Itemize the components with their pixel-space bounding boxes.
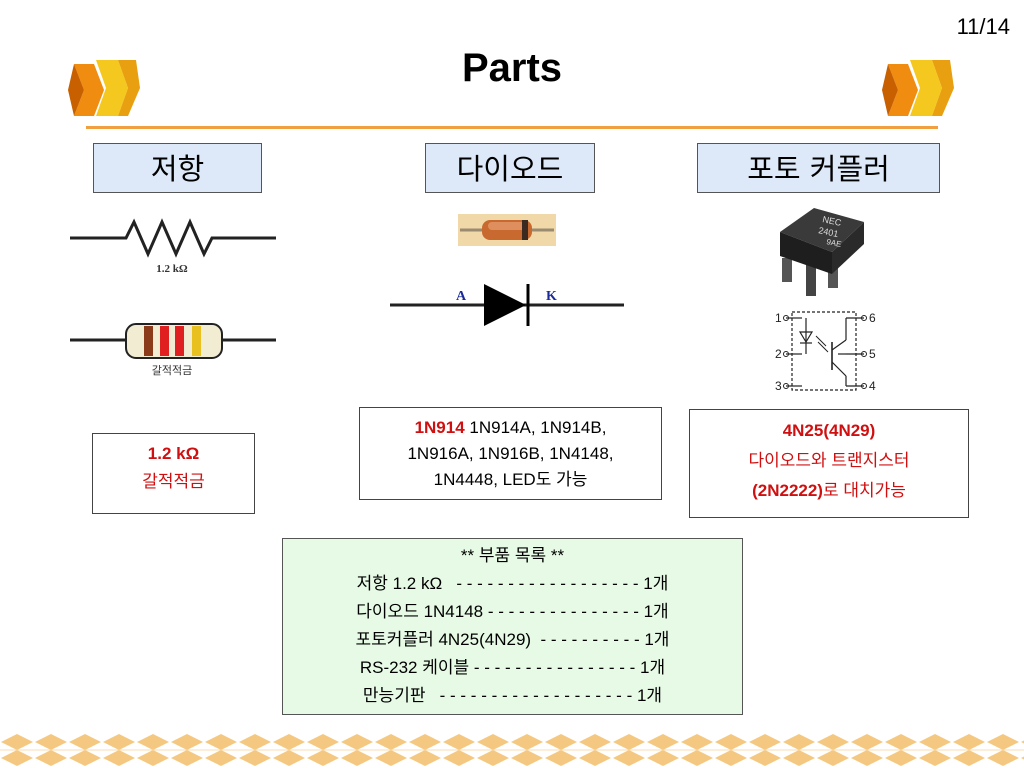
pin-1-label: 1 [775, 311, 782, 325]
pin-5-label: 5 [869, 347, 876, 361]
page-number: 11/14 [956, 14, 1010, 39]
resistor-colors: 갈적적금 [142, 472, 205, 491]
anode-label: A [456, 289, 467, 304]
photocoupler-chip-photo: NEC 2401 9AE [766, 202, 870, 302]
chip-marking-1: NEC [822, 214, 843, 228]
resistor-info-box: 1.2 kΩ 갈적적금 [92, 433, 255, 514]
parts-list-item: 저항 1.2 kΩ - - - - - - - - - - - - - - - … [356, 574, 669, 593]
resistor-physical-image: 갈적적금 [70, 323, 276, 377]
parts-list-item: RS-232 케이블 - - - - - - - - - - - - - - -… [359, 658, 666, 677]
photocoupler-desc-1: 다이오드와 트랜지스터 [748, 451, 910, 470]
diode-label: 다이오드 [425, 143, 595, 193]
footer-diamond-pattern [0, 732, 1024, 768]
parts-list-item: 만능기판 - - - - - - - - - - - - - - - - - -… [362, 686, 663, 705]
photocoupler-desc-2: 로 대치가능 [822, 481, 906, 500]
slide-title: Parts [461, 46, 563, 90]
diode-alt-models-1: 1N914A, 1N914B, [464, 418, 607, 437]
pin-6-label: 6 [869, 311, 876, 325]
resistor-symbol: 1.2 kΩ [70, 218, 276, 275]
pin-3-label: 3 [775, 379, 782, 393]
parts-list-box: ** 부품 목록 ** 저항 1.2 kΩ - - - - - - - - - … [282, 538, 743, 715]
resistor-symbol-label: 1.2 kΩ [156, 263, 188, 275]
photocoupler-label: 포토 커플러 [697, 143, 940, 193]
diode-symbol: A K [390, 284, 624, 326]
photocoupler-info-box: 4N25(4N29) 다이오드와 트랜지스터 (2N2222)로 대치가능 [689, 409, 969, 518]
photocoupler-model: 4N25(4N29) [782, 421, 876, 440]
photocoupler-schematic: 1 2 3 4 5 6 [775, 311, 876, 393]
diode-primary-model: 1N914 [414, 418, 465, 437]
diode-photo [458, 214, 556, 246]
resistor-label: 저항 [93, 143, 262, 193]
parts-list-item: 다이오드 1N4148 - - - - - - - - - - - - - - … [356, 602, 669, 621]
chip-marking-3: 9AE [826, 237, 843, 249]
cube-decoration-right [882, 60, 954, 116]
cathode-label: K [546, 289, 557, 304]
photocoupler-substitute: (2N2222) [752, 481, 823, 500]
parts-list-item: 포토커플러 4N25(4N29) - - - - - - - - - - 1개 [355, 630, 670, 649]
title-divider [86, 126, 938, 129]
diode-info-box: 1N914 1N914A, 1N914B, 1N916A, 1N916B, 1N… [359, 407, 662, 500]
resistor-value: 1.2 kΩ [147, 444, 200, 463]
diode-alt-models-2: 1N916A, 1N916B, 1N4148, [407, 444, 614, 463]
cube-decoration-left [68, 60, 140, 116]
parts-list-title: ** 부품 목록 ** [460, 546, 565, 565]
resistor-color-label: 갈적적금 [152, 363, 192, 377]
chip-marking-2: 2401 [818, 225, 840, 239]
pin-2-label: 2 [775, 347, 782, 361]
diode-alt-models-3: 1N4448, LED도 가능 [433, 470, 588, 489]
pin-4-label: 4 [869, 379, 876, 393]
